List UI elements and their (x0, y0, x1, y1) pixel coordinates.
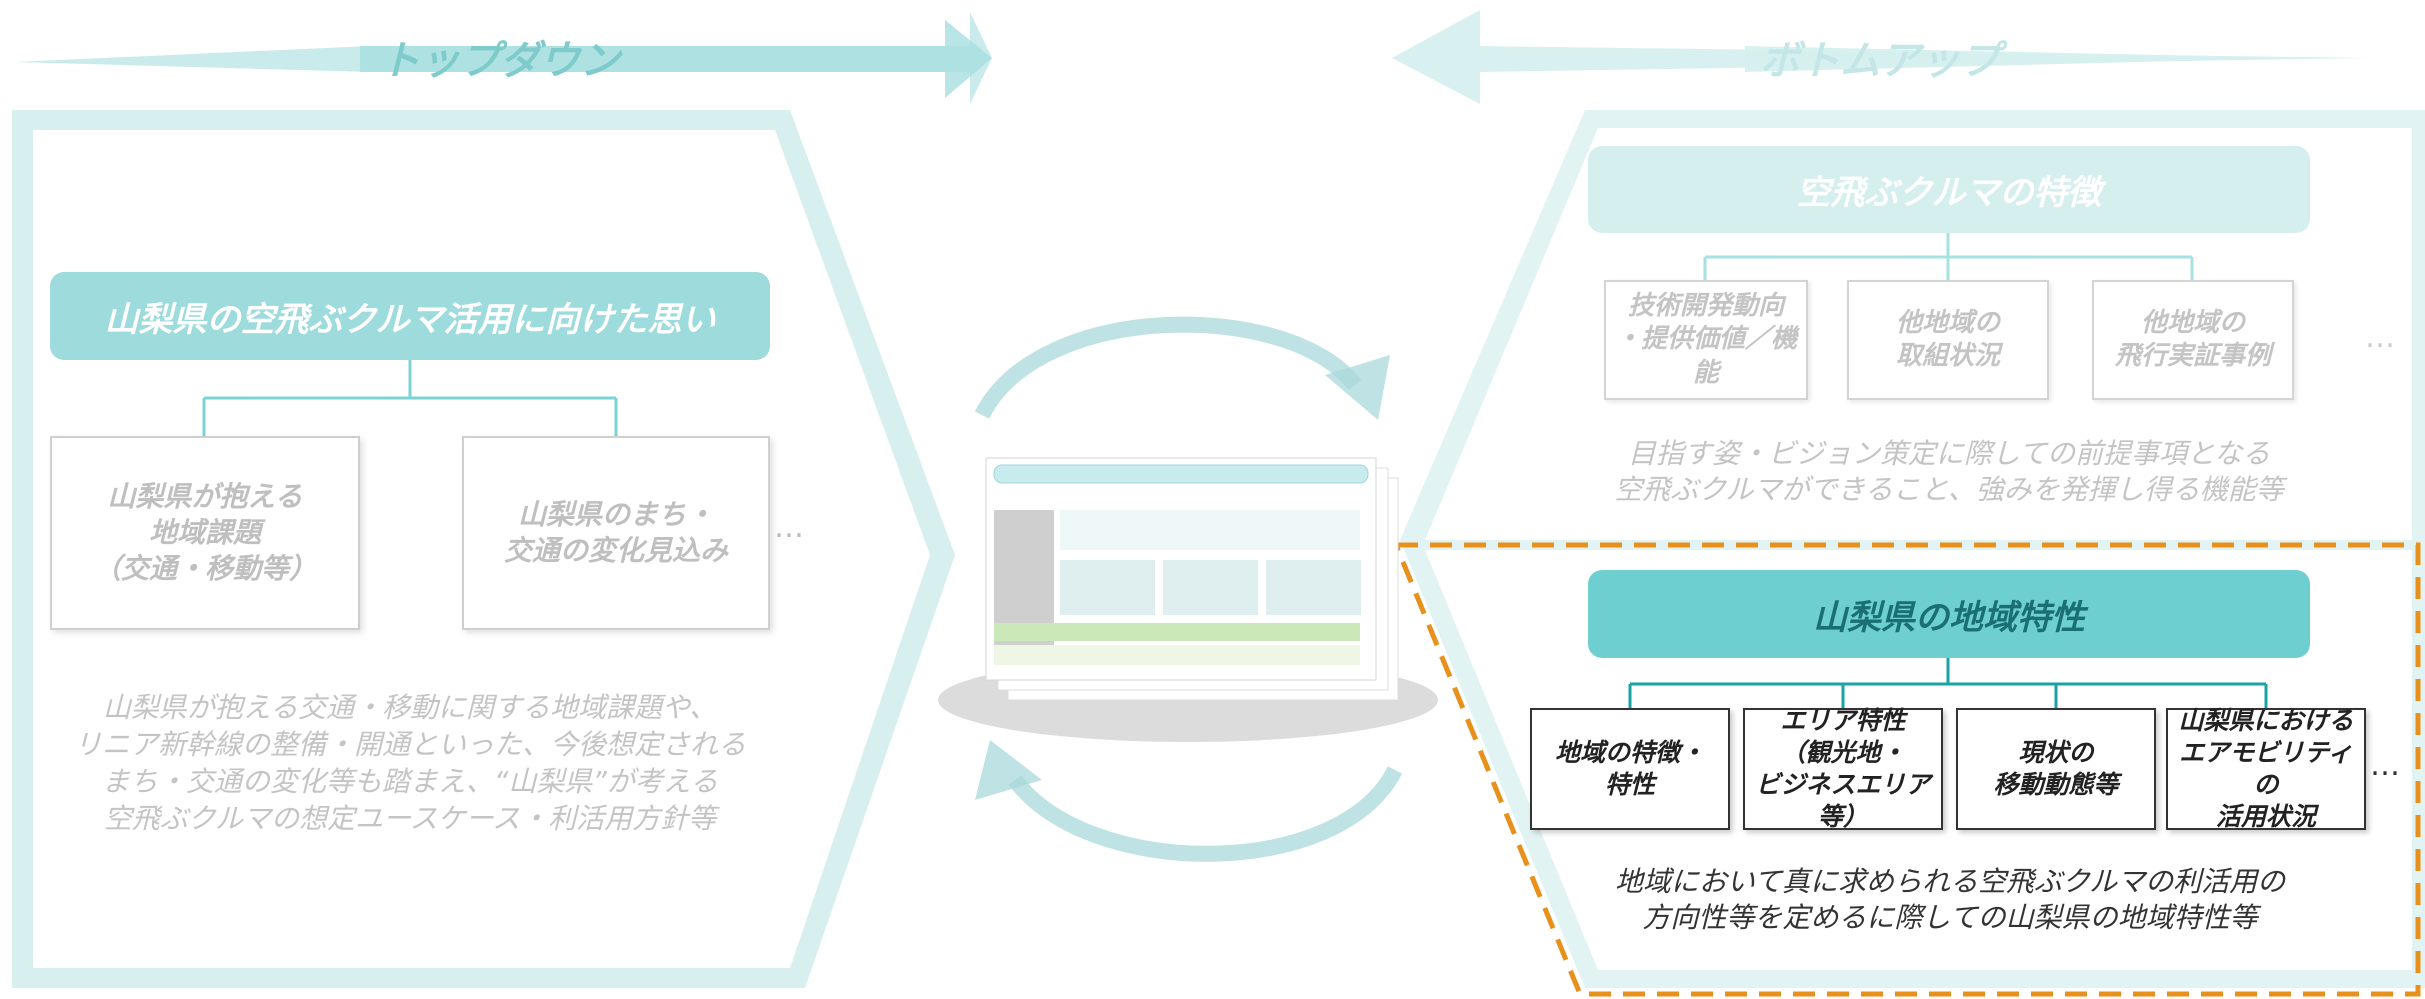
bottomup-label: ボトムアップ (1760, 38, 2000, 84)
topdown-label: トップダウン (380, 38, 620, 84)
highlight-dashed-frame (1392, 542, 2421, 997)
right-top-ellipsis: … (2365, 320, 2399, 355)
left-ellipsis: … (774, 510, 808, 545)
document-stack-icon (938, 457, 1438, 742)
left-panel-description: 山梨県が抱える交通・移動に関する地域課題や、 リニア新幹線の整備・開通といった、… (73, 691, 746, 835)
right-bottom-ellipsis: … (2370, 748, 2404, 783)
right-bottom-panel-title: 山梨県の地域特性 (1588, 570, 2310, 658)
right-top-card-technology: 技術開発動向 ・提供価値／機能 (1604, 280, 1808, 400)
cycle-arrow-icon (974, 316, 1403, 862)
right-top-panel-description: 目指す姿・ビジョン策定に際しての前提事項となる 空飛ぶクルマができること、強みを… (1614, 437, 2284, 507)
right-top-card-flight-demos: 他地域の 飛行実証事例 (2092, 280, 2294, 400)
left-panel-title: 山梨県の空飛ぶクルマ活用に向けた思い (50, 272, 770, 360)
left-card-town-changes: 山梨県のまち・ 交通の変化見込み (462, 436, 770, 630)
right-bottom-card-air-mobility: 山梨県における エアモビリティの 活用状況 (2166, 706, 2366, 831)
right-bottom-panel-description: 地域において真に求められる空飛ぶクルマの利活用の 方向性等を定めるに際しての山梨… (1614, 865, 2286, 935)
right-top-panel-title: 空飛ぶクルマの特徴 (1588, 146, 2310, 233)
right-bottom-card-features: 地域の特徴・ 特性 (1530, 708, 1730, 830)
right-bottom-card-area: エリア特性 （観光地・ ビジネスエリア等） (1743, 706, 1943, 831)
right-top-card-other-regions: 他地域の 取組状況 (1847, 280, 2049, 400)
left-card-regional-issues: 山梨県が抱える 地域課題 （交通・移動等） (50, 436, 360, 630)
right-bottom-card-mobility: 現状の 移動動態等 (1956, 708, 2156, 830)
